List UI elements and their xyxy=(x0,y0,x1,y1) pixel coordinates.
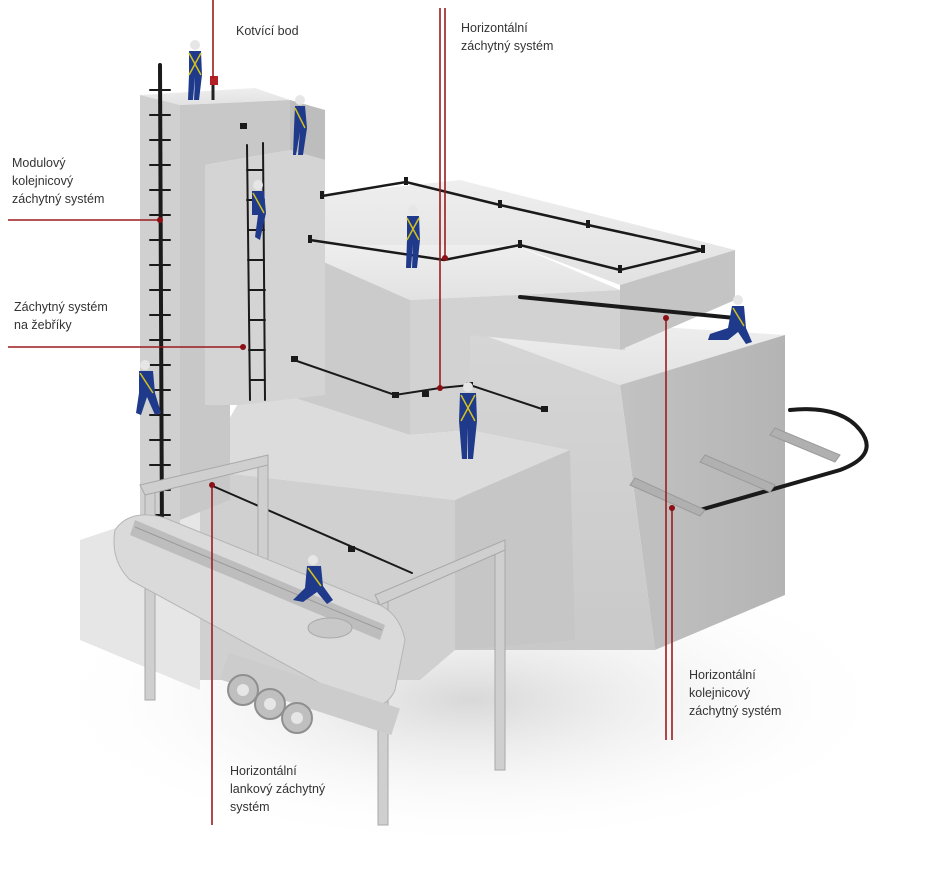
worker-tower-step xyxy=(293,95,307,155)
anchor-point-block xyxy=(210,76,218,85)
anchor-posts xyxy=(240,123,705,552)
label-modular-rail: Modulový kolejnicový záchytný systém xyxy=(12,156,105,206)
label-horizontal-system: Horizontální záchytný systém xyxy=(461,21,554,53)
workers xyxy=(136,40,752,604)
label-horizontal-cable: Horizontální lankový záchytný systém xyxy=(230,764,326,814)
curved-rail xyxy=(698,407,869,512)
worker-tower-top xyxy=(188,40,202,100)
label-ladder-system: Záchytný systém na žebříky xyxy=(14,300,108,332)
rails-and-lines xyxy=(149,63,869,574)
gantry-cable xyxy=(214,486,413,574)
label-horizontal-rail: Horizontální kolejnicový záchytný systém xyxy=(689,668,782,718)
tanker-truck xyxy=(113,514,406,736)
wall-brackets xyxy=(629,427,841,517)
worker-kneeling xyxy=(708,295,752,344)
worker-roof xyxy=(406,205,420,268)
rail-rungs xyxy=(149,89,171,516)
label-anchor-point: Kotvící bod xyxy=(236,24,299,38)
leader-lines xyxy=(8,0,673,825)
worker-terrace xyxy=(459,382,477,459)
worker-ladder xyxy=(252,180,266,240)
leader-markers xyxy=(157,217,675,511)
vertical-rail xyxy=(158,63,164,547)
worker-tanker xyxy=(293,555,333,604)
worker-tower-climber xyxy=(136,360,161,415)
side-rail xyxy=(518,295,737,320)
